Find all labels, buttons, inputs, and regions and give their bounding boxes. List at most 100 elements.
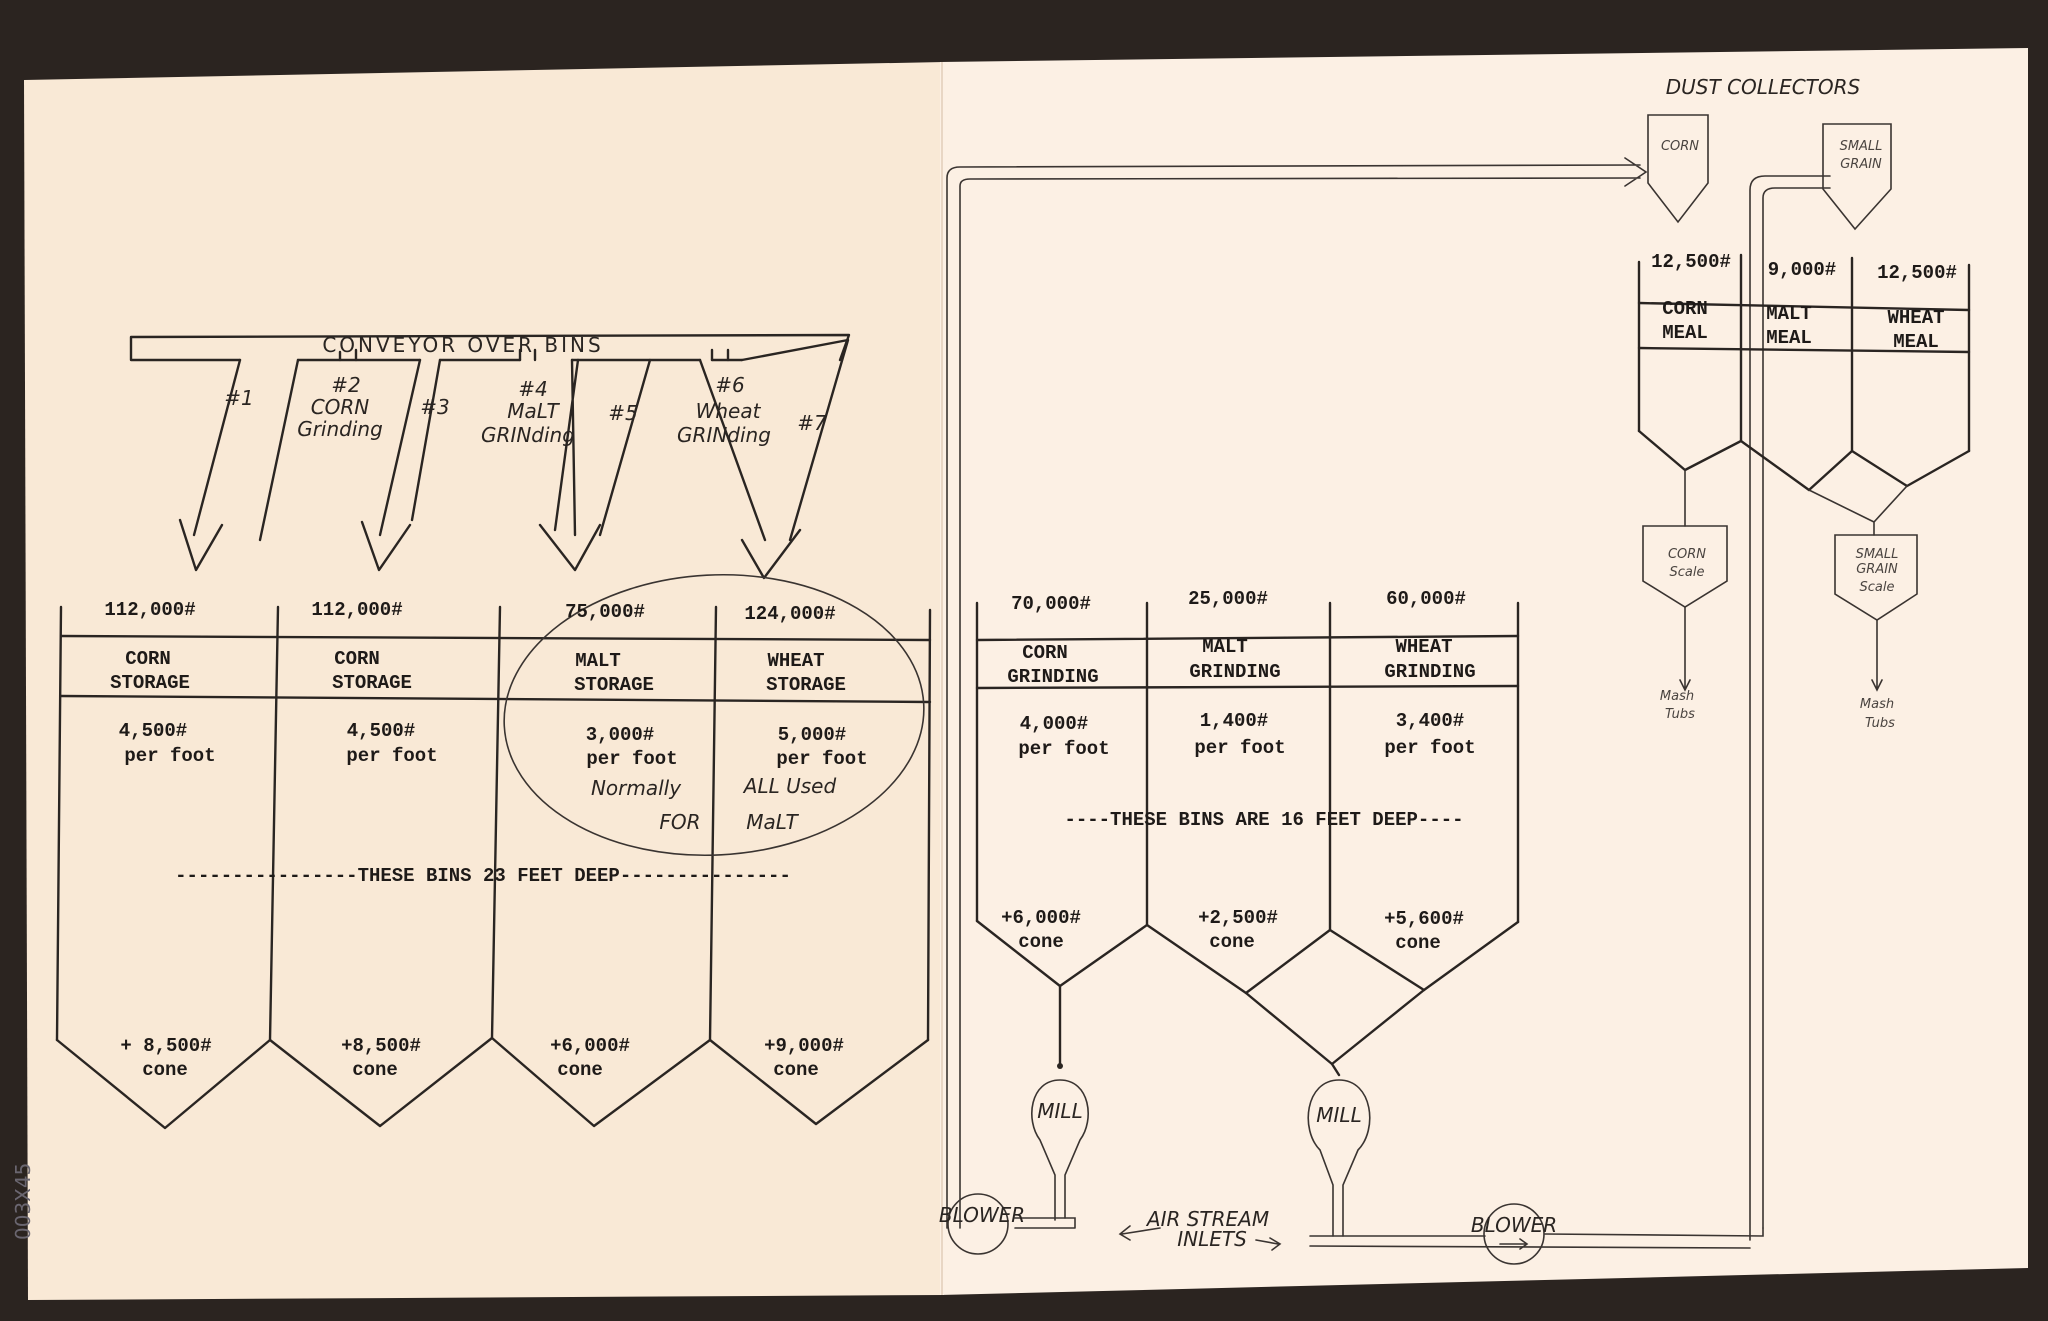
- bin-cone-unit: cone: [1395, 932, 1441, 954]
- chute-6-note2: GRINding: [677, 423, 771, 447]
- bin-capacity: 25,000#: [1188, 588, 1268, 610]
- collector-label-2: GRAIN: [1840, 157, 1882, 172]
- scale-label-3: Scale: [1860, 580, 1895, 595]
- bin-rate: 3,000#: [586, 724, 654, 746]
- bin-cone-unit: cone: [557, 1059, 603, 1081]
- storage-bin-2: 112,000# CORN STORAGE 4,500# per foot +8…: [311, 599, 437, 1081]
- catalog-stamp: 003X45: [11, 1163, 35, 1240]
- bin-capacity: 12,500#: [1651, 251, 1731, 273]
- grinding-bin-2: 25,000# MALT GRINDING 1,400# per foot +2…: [1188, 588, 1286, 953]
- mill-1: MILL: [1031, 1063, 1089, 1221]
- mill-label: MILL: [1316, 1103, 1361, 1127]
- annotation-for: FOR: [659, 810, 700, 834]
- bin-name-2: STORAGE: [574, 674, 654, 696]
- bin-name-2: MEAL: [1893, 331, 1939, 353]
- mill-label: MILL: [1037, 1099, 1082, 1123]
- bin-rate: 4,000#: [1020, 713, 1088, 735]
- bin-name: WHEAT: [1887, 307, 1944, 329]
- scale-label-2: Scale: [1670, 565, 1705, 580]
- storage-bins: [55, 573, 932, 1130]
- malt-wheat-circle: [503, 573, 925, 857]
- chute-4-note2: GRINding: [481, 423, 575, 447]
- bin-cone-unit: cone: [352, 1059, 398, 1081]
- bin-name: CORN: [1022, 642, 1068, 664]
- grinding-bins: [975, 601, 1520, 1077]
- bin-name: MALT: [575, 650, 621, 672]
- bin-rate: 4,500#: [119, 720, 187, 742]
- chute-7-label: #7: [797, 411, 827, 435]
- air-inlets-line1: AIR STREAM: [1145, 1207, 1269, 1231]
- pneumatic-pipes: [946, 157, 1831, 1249]
- bin-name: CORN: [334, 648, 380, 670]
- chute-4-label: #4: [518, 377, 547, 401]
- blower-2: BLOWER: [1471, 1203, 1557, 1265]
- bin-capacity: 9,000#: [1768, 259, 1836, 281]
- bin-capacity: 60,000#: [1386, 588, 1466, 610]
- collector-label: SMALL: [1840, 139, 1883, 154]
- meal-bin-corn: 12,500# CORN MEAL: [1651, 251, 1731, 344]
- bin-name: MALT: [1202, 636, 1248, 658]
- chute-6-note: Wheat: [696, 399, 762, 423]
- bin-rate: 4,500#: [347, 720, 415, 742]
- chute-6-label: #6: [715, 373, 744, 397]
- dust-collector-corn: CORN: [1647, 114, 1709, 224]
- small-grain-scale: SMALL GRAIN Scale Mash Tubs: [1834, 534, 1918, 731]
- bin-name: WHEAT: [767, 650, 824, 672]
- bin-name: CORN: [1662, 298, 1708, 320]
- bin-rate-unit: per foot: [586, 748, 677, 770]
- bin-rate-unit: per foot: [1194, 737, 1285, 759]
- storage-bin-3: 75,000# MALT STORAGE 3,000# per foot +6,…: [550, 601, 678, 1081]
- dust-collector-small-grain: SMALL GRAIN: [1822, 123, 1892, 231]
- chute-2-note: CORN: [311, 395, 370, 419]
- bin-name-2: GRINDING: [1189, 661, 1280, 683]
- grinding-bin-1: 70,000# CORN GRINDING 4,000# per foot +6…: [1001, 593, 1110, 953]
- bin-cone: +8,500#: [341, 1035, 421, 1057]
- bin-name: CORN: [125, 648, 171, 670]
- bin-name: MALT: [1766, 303, 1812, 325]
- bin-cone-unit: cone: [1018, 931, 1064, 953]
- mash-tubs-label: Mash: [1860, 697, 1894, 712]
- scale-label-2: GRAIN: [1856, 562, 1898, 577]
- storage-depth-note: ----------------THESE BINS 23 FEET DEEP-…: [175, 865, 791, 887]
- bin-cone: +2,500#: [1198, 907, 1278, 929]
- bin-name-2: MEAL: [1662, 322, 1708, 344]
- meal-bin-wheat: 12,500# WHEAT MEAL: [1877, 262, 1957, 353]
- chute-4-note: MaLT: [507, 399, 560, 423]
- paper-right-page: [940, 48, 2028, 1295]
- bin-cone-unit: cone: [142, 1059, 188, 1081]
- grinding-bin-3: 60,000# WHEAT GRINDING 3,400# per foot +…: [1384, 588, 1476, 954]
- annotation-all-used: ALL Used: [742, 774, 837, 798]
- bin-name-2: MEAL: [1766, 327, 1812, 349]
- mash-tubs-label: Mash: [1660, 689, 1694, 704]
- mash-tubs-label-2: Tubs: [1865, 716, 1895, 731]
- mash-tubs-label-2: Tubs: [1665, 707, 1695, 722]
- storage-bin-4: 124,000# WHEAT STORAGE 5,000# per foot +…: [744, 603, 867, 1081]
- grinding-depth-note: ----THESE BINS ARE 16 FEET DEEP----: [1064, 809, 1463, 831]
- conveyor-title: CONVEYOR OVER BINS: [322, 333, 603, 357]
- bin-name-2: STORAGE: [332, 672, 412, 694]
- conveyor: CONVEYOR OVER BINS #1 #2 CORN Grinding #…: [129, 333, 851, 580]
- bin-rate-unit: per foot: [346, 745, 437, 767]
- bin-cone-unit: cone: [1209, 931, 1255, 953]
- dust-collectors-title: DUST COLLECTORS: [1666, 75, 1861, 99]
- bin-cone: +6,000#: [550, 1035, 630, 1057]
- chute-2-label: #2: [331, 373, 360, 397]
- meal-bins: [1637, 253, 1971, 536]
- air-stream-inlets-label: AIR STREAM INLETS: [1118, 1207, 1282, 1251]
- air-inlets-line2: INLETS: [1177, 1227, 1247, 1251]
- scale-label: CORN: [1668, 547, 1706, 562]
- chute-5-label: #5: [608, 401, 637, 425]
- blower-label: BLOWER: [939, 1203, 1025, 1227]
- bin-rate: 5,000#: [778, 724, 846, 746]
- bin-cone: +5,600#: [1384, 908, 1464, 930]
- bin-rate: 3,400#: [1396, 710, 1464, 732]
- bin-cone: +6,000#: [1001, 907, 1081, 929]
- chute-2-note2: Grinding: [297, 417, 383, 441]
- bin-capacity: 70,000#: [1011, 593, 1091, 615]
- bin-name-2: GRINDING: [1384, 661, 1475, 683]
- bin-capacity: 12,500#: [1877, 262, 1957, 284]
- annotation-malt: MaLT: [746, 810, 799, 834]
- blower-1: BLOWER: [939, 1193, 1025, 1255]
